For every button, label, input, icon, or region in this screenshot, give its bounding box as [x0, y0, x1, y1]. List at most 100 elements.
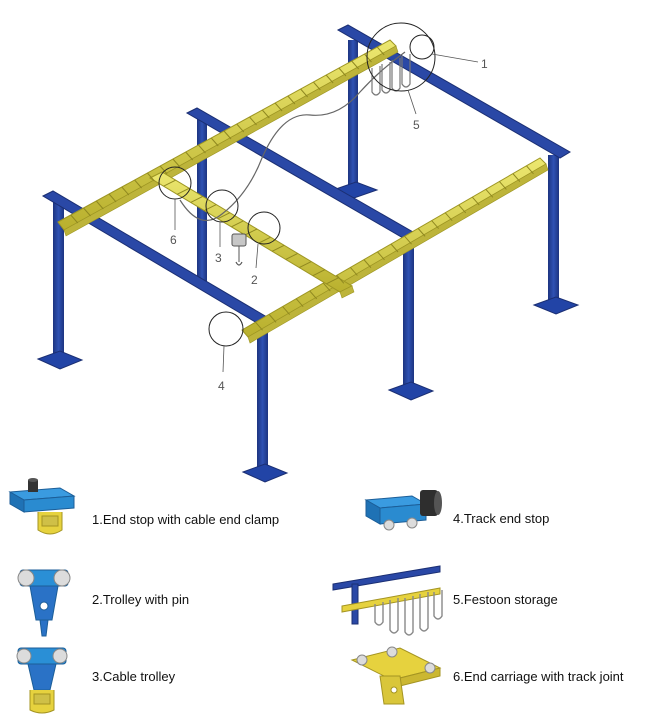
callout-circle-2: [247, 211, 281, 245]
callout-number-5: 5: [413, 118, 420, 132]
bridge-rungs: [163, 179, 339, 285]
ladder-rung: [526, 165, 534, 175]
callout-number-1: 1: [481, 57, 488, 71]
callout-circle-1-inner: [409, 34, 435, 60]
column-base-plate: [241, 463, 289, 483]
legend-label-2: 2.Trolley with pin: [92, 592, 190, 607]
festoon-loops: [371, 54, 411, 96]
ladder-rung: [417, 228, 426, 237]
column-base-plate: [387, 381, 435, 401]
ladder-rung: [404, 235, 412, 245]
ladder-rung: [364, 53, 372, 63]
column: [53, 200, 64, 358]
callouts: 1 5 6 3 2 4: [158, 22, 488, 393]
ladder-rung: [471, 196, 480, 206]
ladder-rung: [261, 109, 270, 119]
ladder-rung: [121, 186, 130, 196]
ladder-rung: [176, 187, 190, 195]
ladder-rung: [512, 173, 521, 182]
yellow-runways: [57, 39, 549, 344]
end-stop-cable-clamp-thumbnail: [8, 478, 76, 535]
ladder-rung: [458, 204, 467, 214]
ladder-rung: [274, 102, 283, 112]
ladder-rung: [244, 228, 258, 236]
legend-label-6: 6.End carriage with track joint: [453, 669, 624, 684]
ladder-rung: [198, 144, 206, 154]
ladder-rung: [285, 252, 298, 260]
ladder-rung: [485, 188, 494, 198]
ladder-rung: [258, 236, 271, 244]
runway-left-lower: [63, 45, 399, 237]
ladder-rung: [210, 137, 219, 147]
ladder-rung: [172, 158, 181, 168]
callout-circle-1: [366, 22, 436, 92]
ladder-rung: [444, 212, 453, 222]
ladder-rung: [190, 195, 203, 203]
ladder-rung: [95, 200, 104, 210]
ladder-rung: [282, 306, 291, 315]
track-end-stop-thumbnail: [364, 490, 442, 531]
column: [548, 155, 559, 305]
ladder-rung: [185, 151, 194, 161]
ladder-rung: [300, 88, 308, 98]
ladder-rung: [159, 165, 168, 175]
ladder-rung: [108, 193, 117, 203]
ladder-rung: [299, 261, 312, 269]
ladder-rung: [351, 60, 360, 70]
cable-trolley-thumbnail: [16, 647, 68, 714]
ladder-rung: [70, 214, 79, 224]
callout-circle-3: [205, 189, 239, 223]
callout-number-6: 6: [170, 233, 177, 247]
callout-circle-4: [208, 311, 244, 347]
ladder-rung: [390, 243, 399, 253]
column-base-plate: [36, 350, 84, 370]
ladder-rung: [295, 298, 304, 308]
trolley-with-pin-thumbnail: [17, 569, 71, 637]
end-carriage-track-joint-thumbnail: [350, 646, 442, 705]
runway-right-lower: [247, 163, 549, 344]
column: [403, 233, 414, 391]
ladder-rung: [326, 277, 339, 285]
girder-back: [336, 24, 571, 159]
ladder-rung: [223, 130, 232, 140]
ladder-rung: [363, 259, 372, 268]
column: [257, 320, 268, 472]
ladder-rung: [163, 179, 176, 187]
festoon-storage-thumbnail: [332, 565, 443, 636]
ladder-rung: [313, 81, 321, 91]
ladder-rung: [147, 172, 155, 182]
hoist: [231, 233, 247, 266]
ladder-rung: [377, 251, 385, 261]
ladder-rung: [338, 67, 347, 77]
legend-label-1: 1.End stop with cable end clamp: [92, 512, 280, 527]
ladder-rung: [325, 74, 334, 84]
ladder-rung: [312, 269, 326, 277]
legend-label-3: 3.Cable trolley: [92, 669, 176, 684]
ladder-rung: [134, 179, 142, 189]
ladder-rung: [322, 282, 331, 292]
ladder-rung: [376, 46, 385, 56]
festoon-cable: [179, 51, 406, 222]
runway-right-rungs: [255, 165, 534, 331]
ladder-rung: [83, 207, 91, 217]
ladder-rung: [349, 267, 358, 276]
ladder-rung: [431, 220, 440, 229]
ladder-rung: [498, 181, 507, 190]
callout-number-4: 4: [218, 379, 225, 393]
ladder-rung: [236, 123, 245, 133]
callout-number-3: 3: [215, 251, 222, 265]
bridge-beam-lower: [339, 285, 355, 299]
ladder-rung: [249, 116, 257, 126]
column-base-plate: [532, 296, 580, 315]
callout-number-2: 2: [251, 273, 258, 287]
frame-girders: [41, 24, 571, 327]
ladder-rung: [287, 95, 296, 105]
ladder-rung: [255, 321, 263, 331]
ladder-rung: [268, 314, 277, 323]
ladder-rung: [309, 290, 318, 300]
ladder-rung: [271, 244, 285, 252]
ladder-rung: [231, 220, 244, 228]
legend-label-4: 4.Track end stop: [453, 511, 550, 526]
column: [348, 40, 358, 192]
